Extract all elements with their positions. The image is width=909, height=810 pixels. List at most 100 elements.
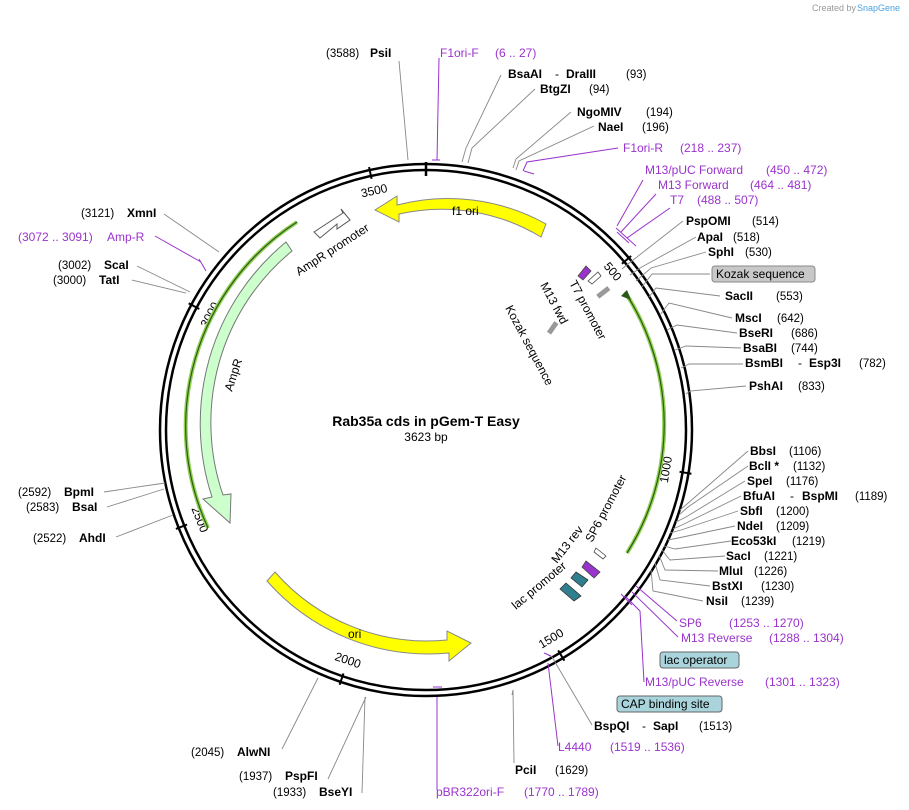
- kozak-box[interactable]: [711, 265, 816, 283]
- ampr-promoter-feature[interactable]: [313, 208, 351, 239]
- ngomiv-pos: (194): [646, 107, 673, 119]
- kozak-feature[interactable]: [546, 321, 559, 335]
- t7-promoter-feature[interactable]: [577, 265, 592, 281]
- lac-operator-box[interactable]: [659, 651, 740, 669]
- bspqi-pos: (1513): [699, 721, 732, 733]
- l4440-label[interactable]: L4440: [558, 740, 592, 754]
- apai-label[interactable]: ApaI: [697, 230, 723, 244]
- t7-primer-label[interactable]: T7: [670, 193, 684, 207]
- ngomiv-label[interactable]: NgoMIV: [577, 105, 622, 119]
- psii-label[interactable]: PsiI: [370, 46, 391, 60]
- sacii-label[interactable]: SacII: [725, 289, 753, 303]
- m13-forward-range: (464 .. 481): [750, 178, 811, 192]
- eco53ki-label[interactable]: Eco53kI: [731, 534, 776, 548]
- kozak-box-label: Kozak sequence: [716, 267, 805, 281]
- pspomi-label[interactable]: PspOMI: [686, 214, 731, 228]
- msci-label[interactable]: MscI: [735, 311, 762, 325]
- tati-label[interactable]: TatI: [99, 273, 119, 287]
- scai-label[interactable]: ScaI: [104, 258, 129, 272]
- f1-ori-label: f1 ori: [452, 204, 479, 218]
- esp3i-label[interactable]: Esp3I: [809, 356, 841, 370]
- saci-label[interactable]: SacI: [726, 549, 751, 563]
- apai-pos: (518): [733, 232, 760, 244]
- bsmbi-pos: (782): [859, 358, 886, 370]
- bseri-label[interactable]: BseRI: [739, 326, 773, 340]
- alwni-label[interactable]: AlwNI: [237, 745, 270, 759]
- bstxi-label[interactable]: BstXI: [712, 579, 743, 593]
- bsabi-label[interactable]: BsaBI: [743, 341, 777, 355]
- ampr-label: AmpR: [222, 357, 246, 393]
- pbr322ori-f-label[interactable]: pBR322ori-F: [436, 785, 504, 799]
- ori-feature[interactable]: [266, 571, 472, 663]
- pcii-label[interactable]: PciI: [515, 763, 536, 777]
- ampr-orf-arc: [183, 220, 299, 529]
- bfuai-pos: (1189): [855, 491, 888, 503]
- bspmi-label[interactable]: BspMI: [802, 489, 838, 503]
- bsaai-dash: -: [555, 67, 559, 81]
- ndei-label[interactable]: NdeI: [737, 519, 763, 533]
- sapi-label[interactable]: SapI: [653, 719, 678, 733]
- f1ori-r-label[interactable]: F1ori-R: [623, 141, 663, 155]
- kozak-feature-top: [596, 286, 611, 299]
- m13-puc-reverse-range: (1301 .. 1323): [765, 675, 840, 689]
- m13-puc-forward-range: (450 .. 472): [766, 163, 827, 177]
- bseyi-pos: (1933): [273, 787, 306, 799]
- spei-label[interactable]: SpeI: [747, 474, 772, 488]
- draiii-label[interactable]: DraIII: [566, 67, 596, 81]
- pcii-pos: (1629): [555, 765, 588, 777]
- naei-label[interactable]: NaeI: [598, 120, 623, 134]
- m13-rev-feature[interactable]: [581, 560, 601, 579]
- msci-pos: (642): [777, 313, 804, 325]
- bfuai-label[interactable]: BfuAI: [743, 489, 775, 503]
- bspqi-label[interactable]: BspQI: [594, 719, 629, 733]
- bsai-pos: (2583): [26, 502, 59, 514]
- pspfi-label[interactable]: PspFI: [285, 769, 318, 783]
- bcli-label[interactable]: BclI *: [749, 459, 779, 473]
- sp6-promoter-feature[interactable]: [593, 547, 607, 560]
- sp6-primer-label[interactable]: SP6: [679, 616, 702, 630]
- cap-binding-site-box[interactable]: [616, 695, 723, 713]
- boxed-labels: Kozak sequence lac operator CAP binding …: [616, 265, 816, 713]
- pbr322ori-f-range: (1770 .. 1789): [524, 785, 599, 799]
- f1ori-f-label[interactable]: F1ori-F: [440, 46, 479, 60]
- insert-orf-arc[interactable]: [623, 290, 667, 555]
- btgzi-label[interactable]: BtgZI: [540, 82, 571, 96]
- ahdi-label[interactable]: AhdI: [79, 531, 106, 545]
- amp-r-label[interactable]: Amp-R: [107, 230, 145, 244]
- bseyi-label[interactable]: BseYI: [319, 785, 352, 799]
- insert-orf-arc-core: [624, 291, 665, 554]
- lac-operator-feature[interactable]: [570, 571, 589, 588]
- m13-puc-reverse-label[interactable]: M13/pUC Reverse: [645, 675, 744, 689]
- scai-pos: (3002): [58, 260, 91, 272]
- psii-pos: (3588): [326, 48, 359, 60]
- cap-binding-site-box-label: CAP binding site: [621, 697, 710, 711]
- nsii-label[interactable]: NsiI: [706, 594, 728, 608]
- ampr-promoter-label: AmpR promoter: [293, 221, 372, 279]
- m13-forward-label[interactable]: M13 Forward: [658, 178, 729, 192]
- sacii-pos: (553): [776, 291, 803, 303]
- m13-reverse-label[interactable]: M13 Reverse: [681, 631, 753, 645]
- ori-label: ori: [348, 627, 361, 641]
- primer-leader-lines: [154, 57, 679, 790]
- eco53ki-pos: (1219): [792, 536, 825, 548]
- sphi-label[interactable]: SphI: [708, 245, 734, 259]
- primer-labels: F1ori-F (6 .. 27) F1ori-R (218 .. 237) M…: [18, 46, 844, 799]
- sbfi-label[interactable]: SbfI: [740, 504, 763, 518]
- bsaai-label[interactable]: BsaAI: [508, 67, 542, 81]
- m13-puc-forward-label[interactable]: M13/pUC Forward: [645, 163, 743, 177]
- bpmi-label[interactable]: BpmI: [64, 485, 94, 499]
- bsmbi-label[interactable]: BsmBI: [745, 356, 783, 370]
- f1ori-r-range: (218 .. 237): [680, 141, 741, 155]
- pshai-label[interactable]: PshAI: [749, 379, 783, 393]
- bsai-label[interactable]: BsaI: [72, 500, 97, 514]
- bbsi-label[interactable]: BbsI: [750, 444, 776, 458]
- mlui-label[interactable]: MluI: [719, 564, 743, 578]
- ahdi-pos: (2522): [33, 533, 66, 545]
- lac-promoter-feature[interactable]: [559, 582, 582, 602]
- ampr-feature[interactable]: [199, 241, 293, 525]
- t7-primer-range: (488 .. 507): [697, 193, 758, 207]
- f1-ori-feature[interactable]: [373, 195, 547, 238]
- m13-fwd-feature[interactable]: [587, 271, 602, 285]
- map-title: Rab35a cds in pGem-T Easy: [332, 413, 520, 429]
- xmni-label[interactable]: XmnI: [127, 206, 156, 220]
